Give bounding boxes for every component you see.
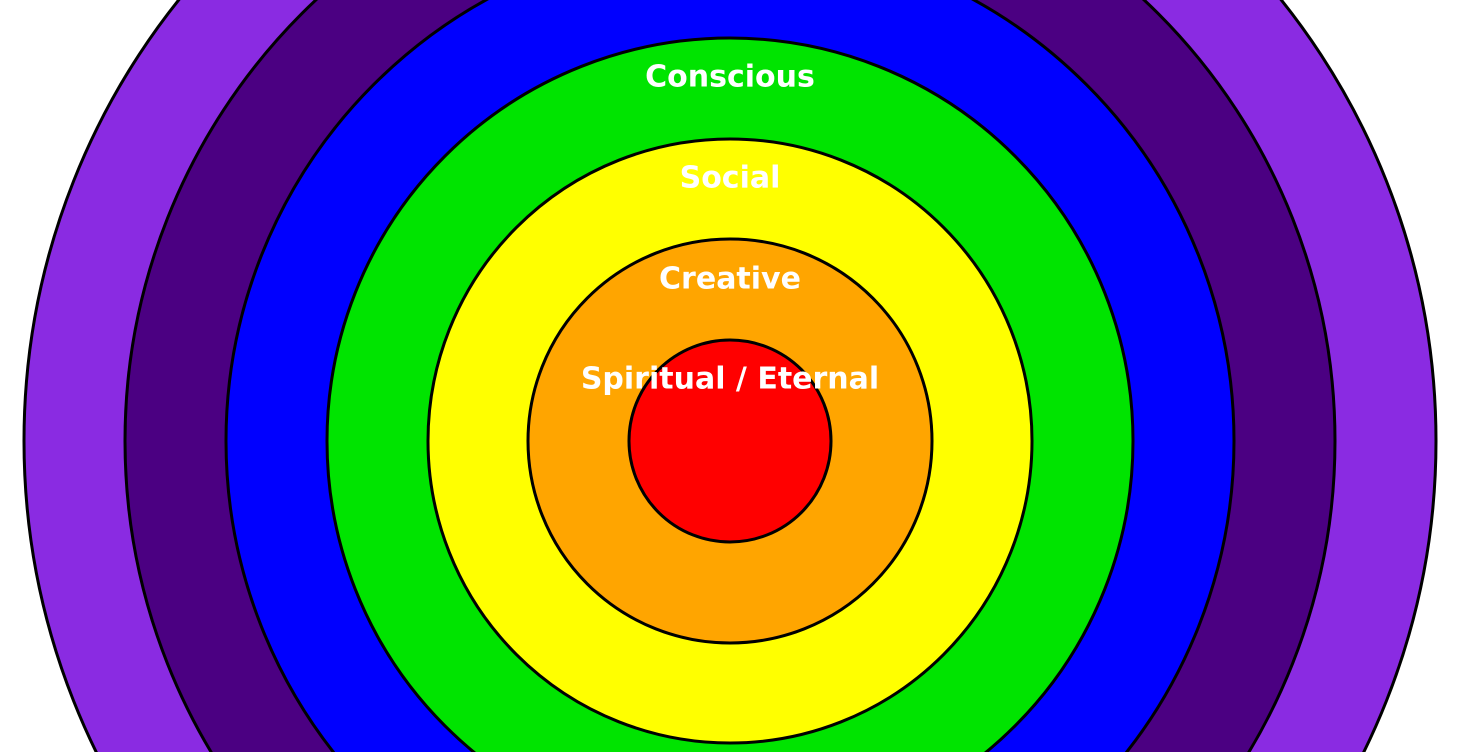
social-label: Social: [680, 161, 781, 196]
spiritual-eternal-circle: [627, 338, 833, 544]
conscious-label: Conscious: [645, 60, 815, 95]
spiritual-eternal-label: Spiritual / Eternal: [581, 362, 879, 397]
creative-label: Creative: [659, 262, 801, 297]
